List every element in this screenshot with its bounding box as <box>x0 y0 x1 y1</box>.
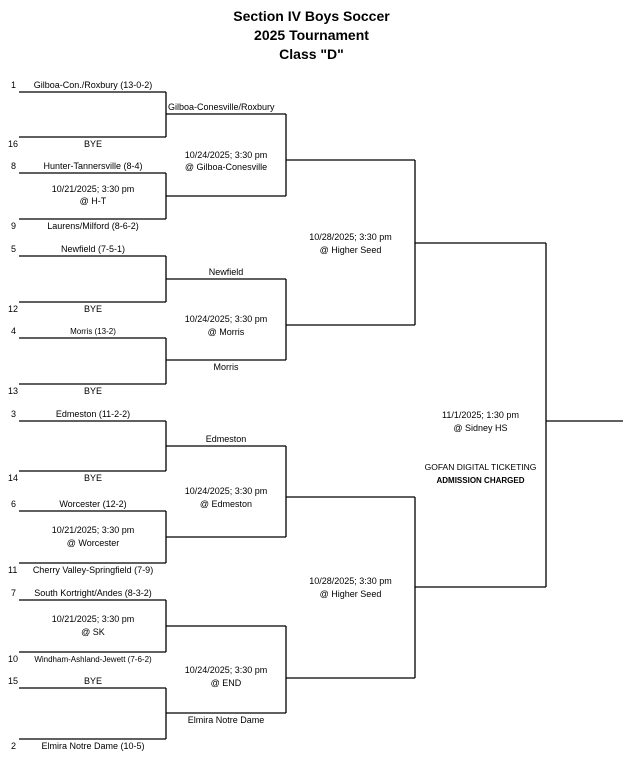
team-name: Hunter-Tannersville (8-4) <box>43 161 143 171</box>
game-date: 10/21/2025; 3:30 pm <box>51 525 135 535</box>
team-name: BYE <box>83 676 102 686</box>
seed-number: 3 <box>11 409 17 419</box>
bracket-subtitle: 2025 Tournament <box>254 27 369 43</box>
final-date: 11/1/2025; 1:30 pm <box>442 410 519 420</box>
game-site: @ Gilboa-Conesville <box>184 162 268 172</box>
advancing-team: Elmira Notre Dame <box>187 715 265 725</box>
seed-number: 12 <box>8 304 19 314</box>
game-date: 10/24/2025; 3:30 pm <box>184 486 268 496</box>
final-site: @ Sidney HS <box>453 423 508 433</box>
seed-number: 15 <box>8 676 19 686</box>
game-site: @ H-T <box>79 196 107 206</box>
seed-number: 4 <box>11 326 17 336</box>
game-site: @ Morris <box>207 327 245 337</box>
game-date: 10/24/2025; 3:30 pm <box>184 665 268 675</box>
team-name: BYE <box>83 304 102 314</box>
game-site: @ Higher Seed <box>319 589 382 599</box>
team-name: Laurens/Milford (8-6-2) <box>47 221 139 231</box>
game-site: @ Edmeston <box>199 499 253 509</box>
team-name: Morris (13-2) <box>70 327 116 336</box>
team-name: Edmeston (11-2-2) <box>55 409 131 419</box>
team-name: Gilboa-Con./Roxbury (13-0-2) <box>33 80 153 90</box>
advancing-team: Newfield <box>208 267 244 277</box>
seed-number: 10 <box>8 654 19 664</box>
team-name: Newfield (7-5-1) <box>60 244 126 254</box>
seed-number: 11 <box>8 565 18 575</box>
seed-number: 1 <box>11 80 17 90</box>
team-name: BYE <box>83 139 102 149</box>
admission-note: ADMISSION CHARGED <box>436 476 525 485</box>
game-date: 10/21/2025; 3:30 pm <box>51 614 135 624</box>
game-date: 10/24/2025; 3:30 pm <box>184 314 268 324</box>
ticketing-note: GOFAN DIGITAL TICKETING <box>424 462 537 472</box>
advancing-team: Morris <box>213 362 239 372</box>
team-name: South Kortright/Andes (8-3-2) <box>34 588 152 598</box>
seed-number: 9 <box>11 221 17 231</box>
game-site: @ END <box>210 678 242 688</box>
seed-number: 6 <box>11 499 17 509</box>
bracket-class: Class "D" <box>279 46 344 62</box>
game-date: 10/28/2025; 3:30 pm <box>309 576 392 586</box>
team-name: BYE <box>83 386 102 396</box>
game-date: 10/28/2025; 3:30 pm <box>309 232 392 242</box>
game-site: @ Higher Seed <box>319 245 382 255</box>
seed-number: 7 <box>11 588 17 598</box>
team-name: BYE <box>83 473 102 483</box>
game-site: @ Worcester <box>66 538 120 548</box>
seed-number: 13 <box>8 386 19 396</box>
team-name: Cherry Valley-Springfield (7-9) <box>32 565 154 575</box>
bracket-title: Section IV Boys Soccer <box>233 8 390 24</box>
game-date: 10/24/2025; 3:30 pm <box>184 150 268 160</box>
seed-number: 5 <box>11 244 17 254</box>
game-site: @ SK <box>81 627 105 637</box>
advancing-team: Edmeston <box>205 434 247 444</box>
seed-number: 2 <box>11 741 17 751</box>
seed-number: 8 <box>11 161 17 171</box>
team-name: Windham-Ashland-Jewett (7-6-2) <box>34 655 152 664</box>
seed-number: 14 <box>8 473 19 483</box>
advancing-team: Gilboa-Conesville/Roxbury <box>168 102 275 112</box>
game-date: 10/21/2025; 3:30 pm <box>51 184 135 194</box>
seed-number: 16 <box>8 139 19 149</box>
team-name: Worcester (12-2) <box>59 499 127 509</box>
team-name: Elmira Notre Dame (10-5) <box>41 741 145 751</box>
